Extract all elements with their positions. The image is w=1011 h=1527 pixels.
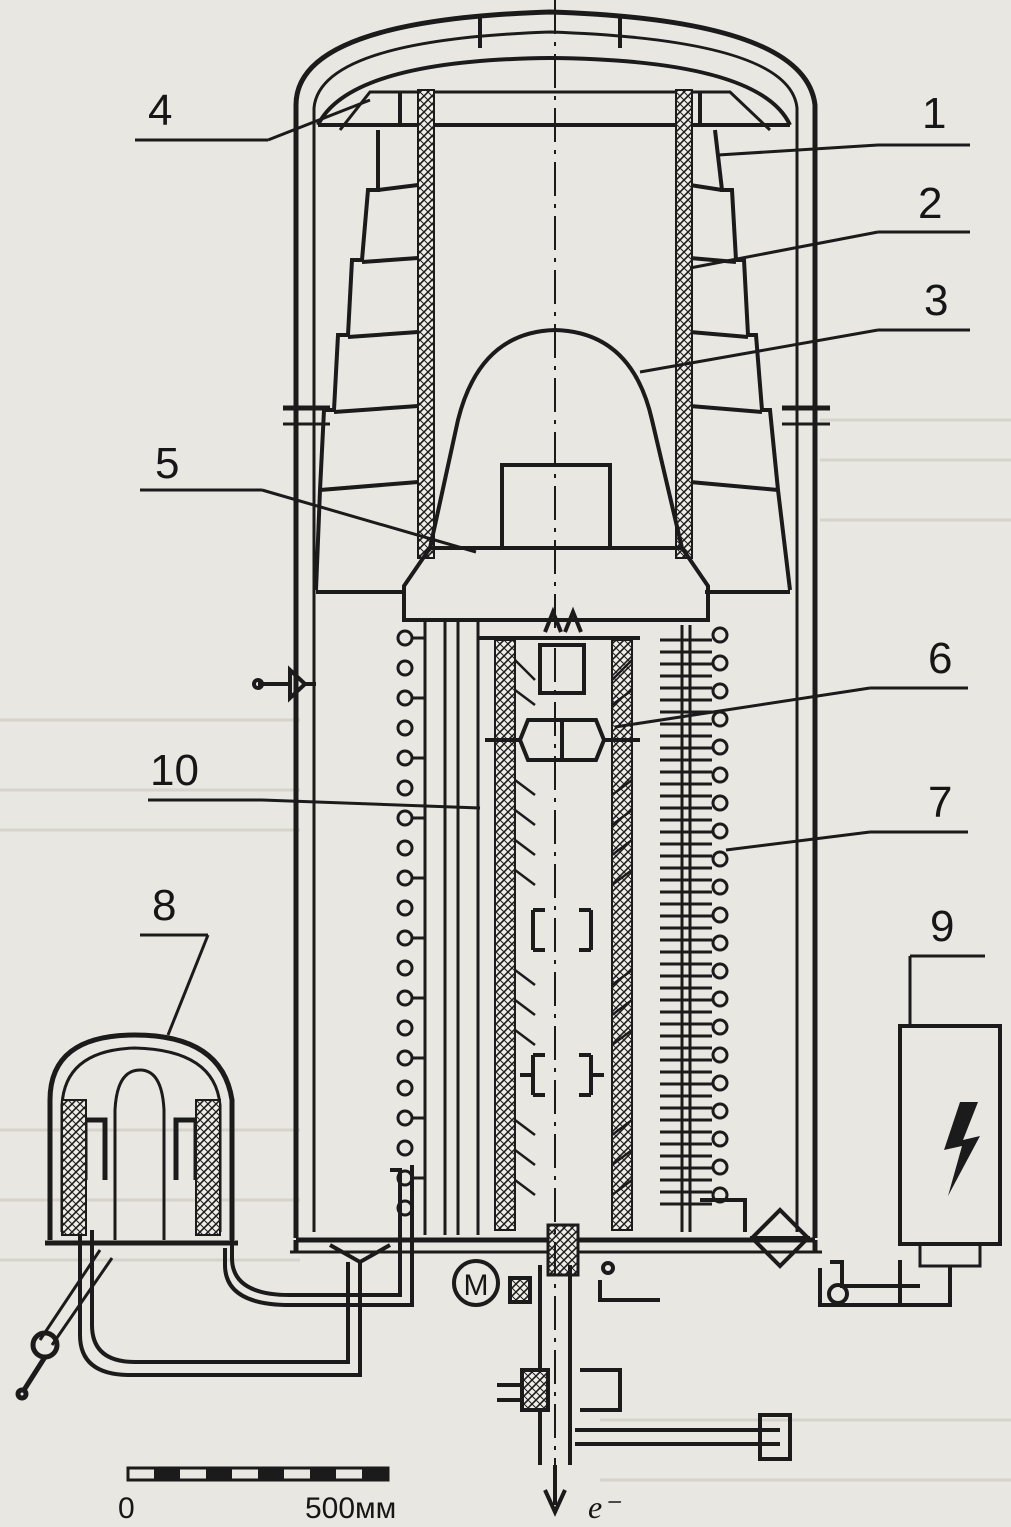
secondary-winding (417, 89, 693, 559)
label-7: 7 (928, 778, 952, 827)
label-1: 1 (922, 89, 946, 138)
grading-rings-right (711, 626, 729, 1204)
vessel-winding-left (61, 1099, 87, 1236)
grading-rings-left (396, 629, 425, 1217)
label-10: 10 (150, 746, 199, 795)
label-6: 6 (928, 634, 952, 683)
beam-output-line (497, 1261, 792, 1517)
label-2: 2 (918, 179, 942, 228)
label-8: 8 (152, 881, 176, 930)
scale-bar (126, 1466, 390, 1482)
voltage-divider-column (423, 622, 480, 1235)
motor-label: M (464, 1269, 489, 1302)
high-voltage-column (314, 129, 792, 594)
motor: M (452, 1259, 500, 1307)
outer-pressure-tank (283, 9, 830, 1254)
accelerating-tube (478, 606, 640, 1277)
power-supply-box (898, 1024, 1002, 1307)
label-9: 9 (930, 902, 954, 951)
scale-start-label: 0 (118, 1492, 135, 1525)
callout-leaders (135, 98, 985, 1036)
scale-end-label: 500мм (305, 1492, 396, 1525)
label-3: 3 (924, 276, 948, 325)
lightning-bolt-icon (944, 1102, 980, 1196)
label-5: 5 (155, 439, 179, 488)
primary-winding-stack (660, 625, 712, 1232)
beam-label: e⁻ (588, 1489, 621, 1525)
side-feedthrough-left (252, 665, 316, 703)
vessel-winding-right (195, 1099, 221, 1236)
label-4: 4 (148, 86, 172, 135)
motor-circle (452, 1259, 500, 1307)
gas-supply-pipe (78, 1165, 414, 1377)
side-feedthrough-right (700, 1198, 920, 1307)
